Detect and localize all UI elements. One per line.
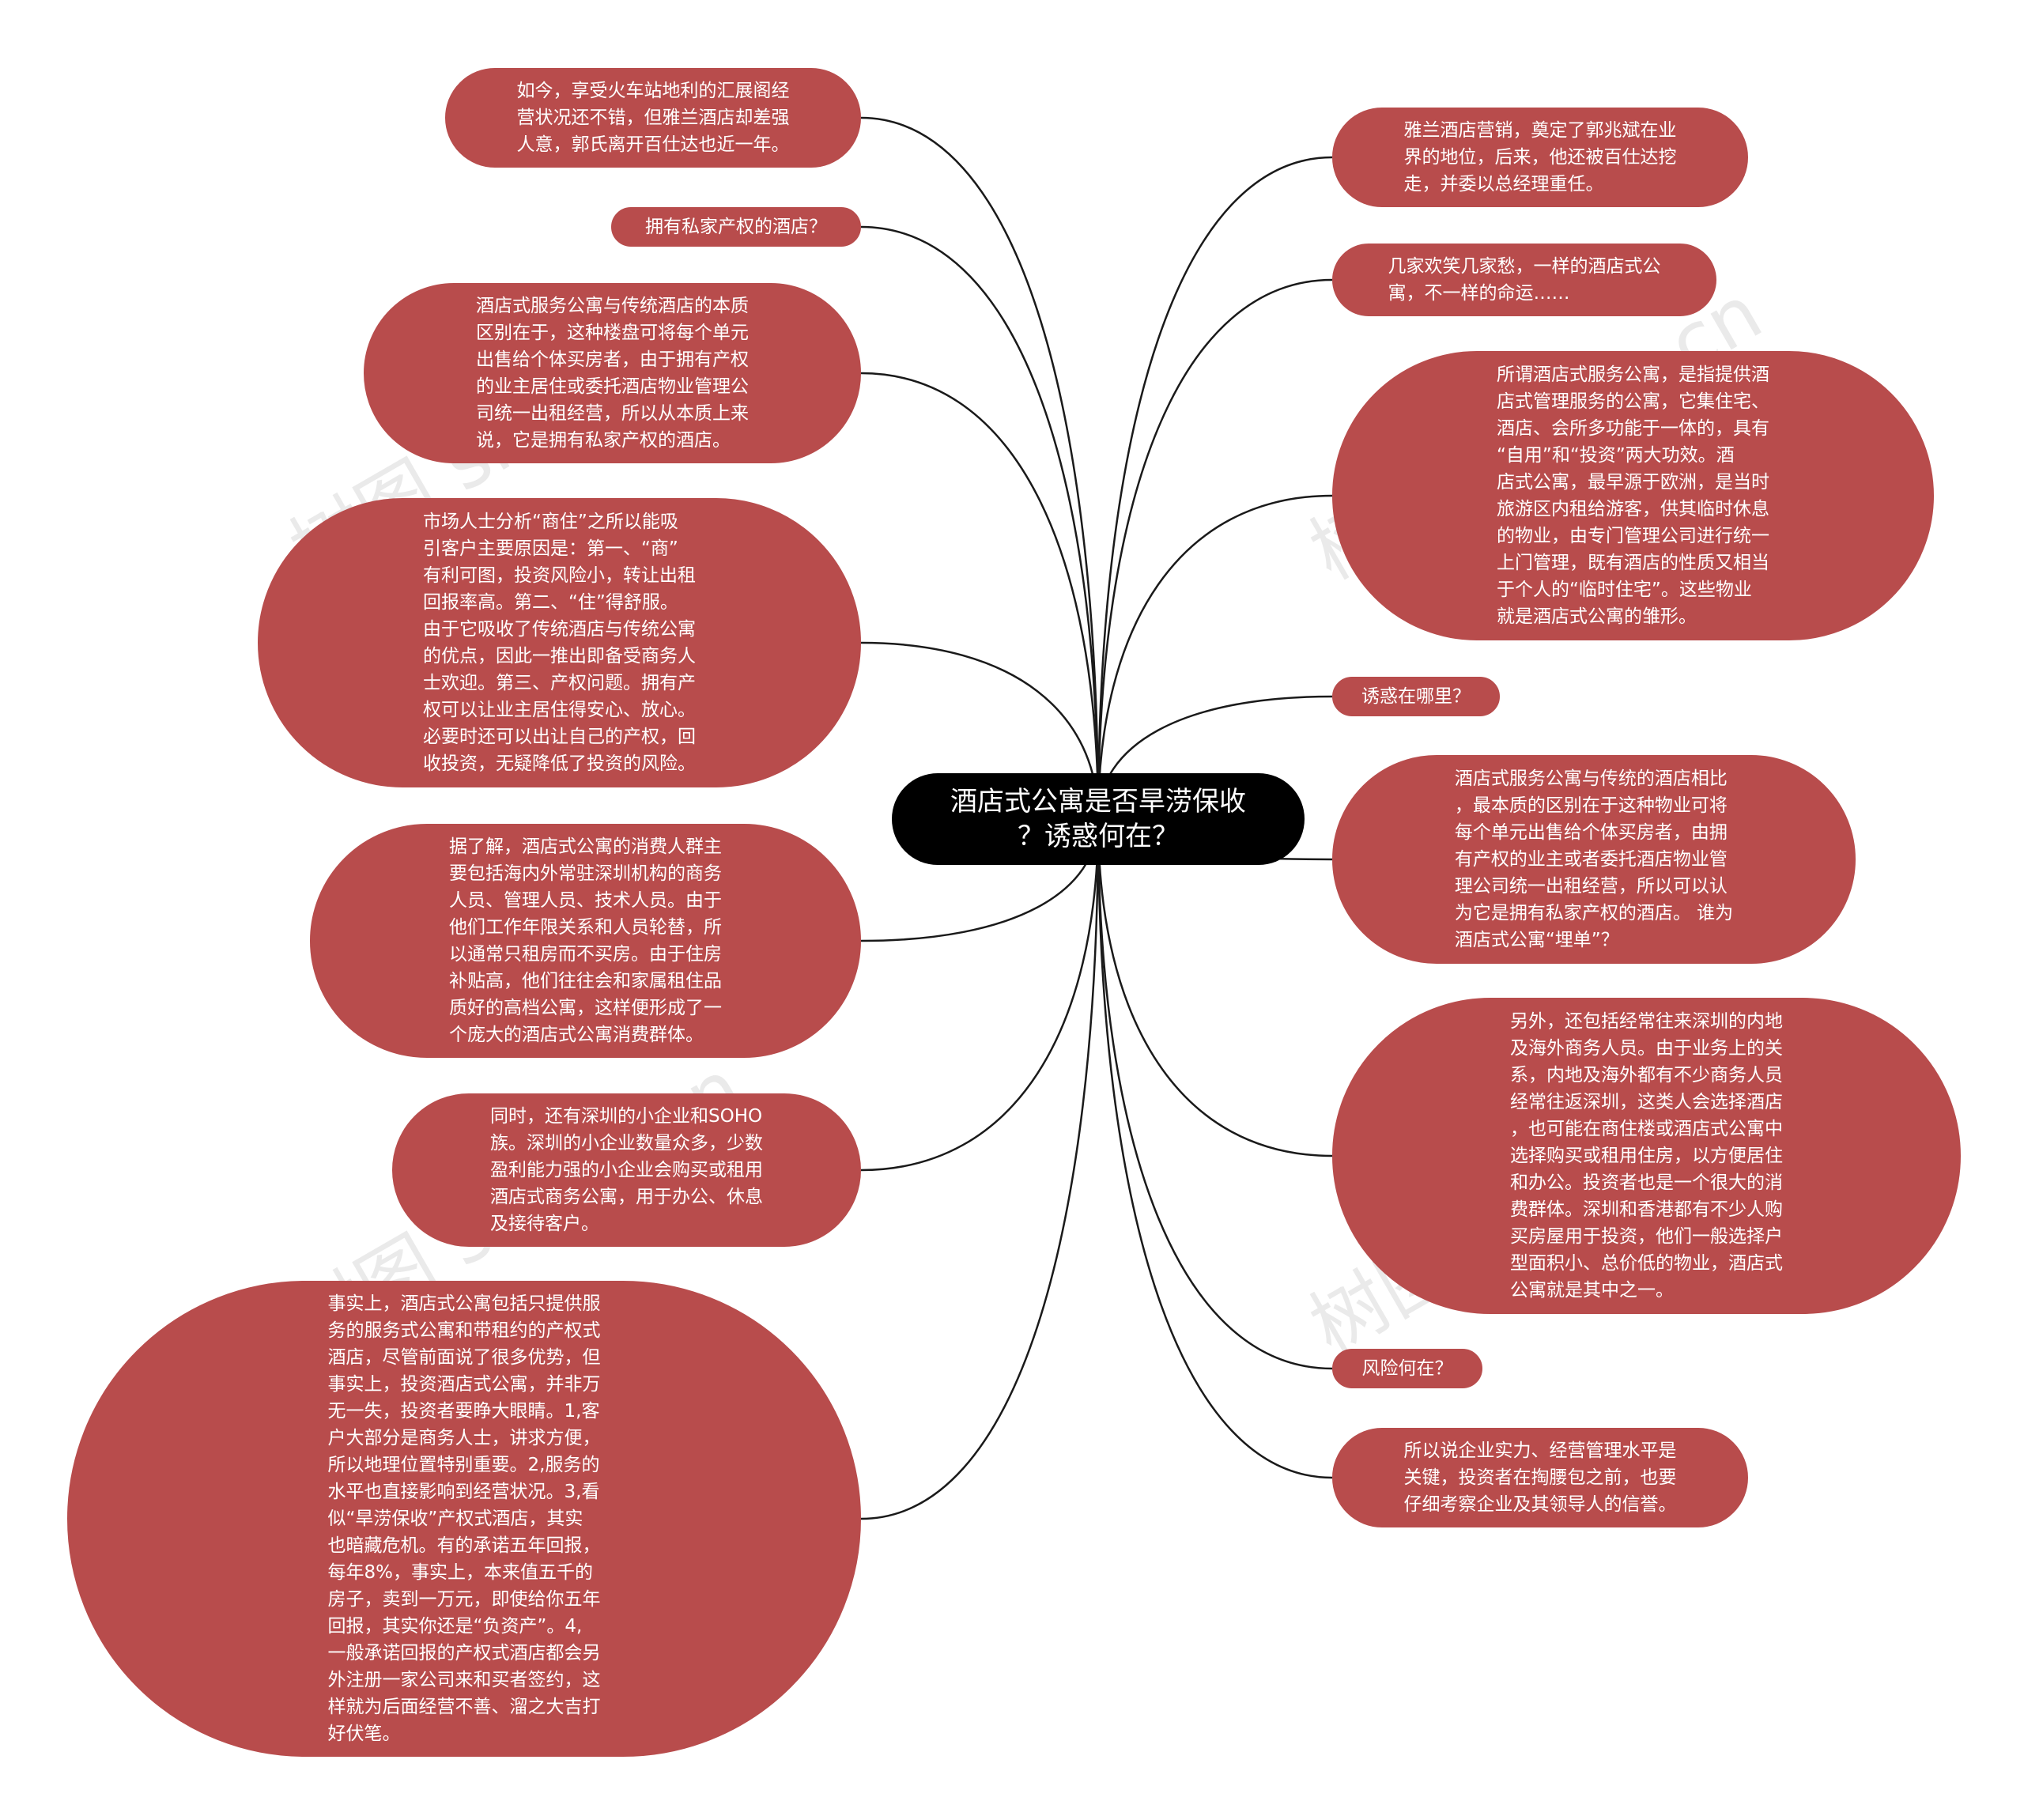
topic-node-right-4[interactable]: 诱惑在哪里？ (1332, 677, 1500, 716)
topic-node-right-3[interactable]: 所谓酒店式服务公寓，是指提供酒 店式管理服务的公寓，它集住宅、 酒店、会所多功能… (1332, 351, 1934, 640)
topic-text: 同时，还有深圳的小企业和SOHO 族。深圳的小企业数量众多，少数 盈利能力强的小… (490, 1106, 763, 1234)
topic-text: 诱惑在哪里？ (1361, 686, 1471, 707)
connector-left-2 (860, 225, 1100, 820)
topic-text: 如今，享受火车站地利的汇展阁经 营状况还不错，但雅兰酒店却差强 人意，郭氏离开百… (516, 81, 790, 155)
connector-right-2 (1097, 278, 1333, 820)
topic-text: 雅兰酒店营销，奠定了郭兆斌在业 界的地位，后来，他还被百仕达挖 走，并委以总经理… (1403, 120, 1677, 194)
topic-text: 酒店式服务公寓与传统的酒店相比 ，最本质的区别在于这种物业可将 每个单元出售给个… (1454, 768, 1734, 950)
topic-text: 事实上，酒店式公寓包括只提供服 务的服务式公寓和带租约的产权式 酒店，尽管前面说… (327, 1293, 601, 1744)
connector-left-7 (860, 818, 1100, 1520)
topic-node-left-1[interactable]: 如今，享受火车站地利的汇展阁经 营状况还不错，但雅兰酒店却差强 人意，郭氏离开百… (445, 68, 861, 168)
topic-node-right-2[interactable]: 几家欢笑几家愁，一样的酒店式公 寓，不一样的命运…… (1332, 244, 1716, 316)
topic-node-left-3[interactable]: 酒店式服务公寓与传统酒店的本质 区别在于，这种楼盘可将每个单元 出售给个体买房者… (364, 283, 861, 463)
topic-node-right-6[interactable]: 另外，还包括经常往来深圳的内地 及海外商务人员。由于业务上的关 系，内地及海外都… (1332, 998, 1961, 1314)
connector-left-3 (860, 372, 1100, 820)
topic-node-right-7[interactable]: 风险何在？ (1332, 1349, 1482, 1388)
topic-node-right-5[interactable]: 酒店式服务公寓与传统的酒店相比 ，最本质的区别在于这种物业可将 每个单元出售给个… (1332, 755, 1856, 964)
central-topic-text: 酒店式公寓是否旱涝保收 ？诱惑何在？ (950, 786, 1246, 852)
topic-node-left-2[interactable]: 拥有私家产权的酒店？ (611, 207, 861, 247)
connector-right-1 (1097, 156, 1333, 820)
connector-right-7 (1097, 818, 1333, 1370)
topic-node-right-1[interactable]: 雅兰酒店营销，奠定了郭兆斌在业 界的地位，后来，他还被百仕达挖 走，并委以总经理… (1332, 108, 1748, 207)
connector-right-3 (1097, 494, 1333, 820)
connector-left-1 (860, 116, 1100, 820)
topic-text: 另外，还包括经常往来深圳的内地 及海外商务人员。由于业务上的关 系，内地及海外都… (1510, 1011, 1783, 1301)
topic-text: 据了解，酒店式公寓的消费人群主 要包括海内外常驻深圳机构的商务 人员、管理人员、… (449, 836, 722, 1045)
topic-node-right-8[interactable]: 所以说企业实力、经营管理水平是 关键，投资者在掏腰包之前，也要 仔细考察企业及其… (1332, 1428, 1748, 1527)
topic-node-left-7[interactable]: 事实上，酒店式公寓包括只提供服 务的服务式公寓和带租约的产权式 酒店，尽管前面说… (67, 1281, 861, 1757)
topic-node-left-5[interactable]: 据了解，酒店式公寓的消费人群主 要包括海内外常驻深圳机构的商务 人员、管理人员、… (310, 824, 861, 1058)
central-topic[interactable]: 酒店式公寓是否旱涝保收 ？诱惑何在？ (892, 773, 1305, 865)
topic-node-left-6[interactable]: 同时，还有深圳的小企业和SOHO 族。深圳的小企业数量众多，少数 盈利能力强的小… (392, 1093, 861, 1247)
topic-text: 拥有私家产权的酒店？ (645, 217, 827, 237)
topic-text: 几家欢笑几家愁，一样的酒店式公 寓，不一样的命运…… (1388, 256, 1661, 304)
topic-text: 市场人士分析“商住”之所以能吸 引客户主要原因是：第一、“商” 有利可图，投资风… (423, 512, 696, 774)
connector-right-6 (1097, 818, 1333, 1157)
connector-left-6 (860, 818, 1100, 1172)
topic-text: 风险何在？ (1361, 1358, 1453, 1379)
connector-right-8 (1097, 818, 1333, 1479)
topic-text: 所谓酒店式服务公寓，是指提供酒 店式管理服务的公寓，它集住宅、 酒店、会所多功能… (1497, 364, 1769, 627)
topic-node-left-4[interactable]: 市场人士分析“商住”之所以能吸 引客户主要原因是：第一、“商” 有利可图，投资风… (258, 498, 861, 787)
topic-text: 酒店式服务公寓与传统酒店的本质 区别在于，这种楼盘可将每个单元 出售给个体买房者… (476, 296, 749, 451)
topic-text: 所以说企业实力、经营管理水平是 关键，投资者在掏腰包之前，也要 仔细考察企业及其… (1403, 1441, 1677, 1515)
